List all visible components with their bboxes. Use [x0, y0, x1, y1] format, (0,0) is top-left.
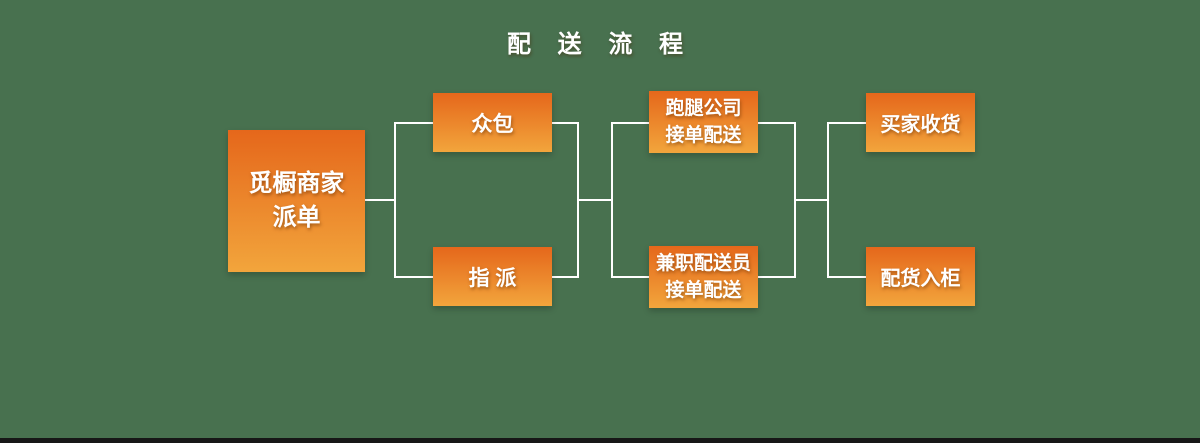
connector-line — [758, 122, 795, 124]
node-buyer-receive: 买家收货 — [866, 93, 975, 152]
connector-line — [796, 199, 829, 201]
connector-line — [794, 122, 796, 278]
node-merchant-dispatch: 觅橱商家 派单 — [228, 130, 365, 272]
bottom-edge-bar — [0, 438, 1200, 443]
connector-line — [611, 122, 613, 278]
diagram-title: 配 送 流 程 — [506, 31, 693, 58]
node-label-line: 指 派 — [468, 266, 517, 290]
connector-line — [758, 276, 795, 278]
connector-line — [394, 122, 396, 278]
connector-line — [829, 122, 866, 124]
node-assign: 指 派 — [433, 247, 552, 306]
node-label-line: 配货入柜 — [880, 268, 961, 290]
node-label-line: 接单配送 — [665, 280, 742, 301]
connector-line — [552, 276, 578, 278]
node-label-line: 接单配送 — [665, 125, 742, 146]
node-label-line: 觅橱商家 — [248, 170, 345, 197]
connector-line — [396, 122, 433, 124]
connector-line — [613, 122, 649, 124]
node-label-line: 派单 — [272, 204, 321, 231]
node-label-line: 众包 — [471, 112, 514, 136]
node-label-line: 买家收货 — [880, 114, 961, 136]
node-goods-into-locker: 配货入柜 — [866, 247, 975, 306]
node-crowdsource: 众包 — [433, 93, 552, 152]
connector-line — [613, 276, 649, 278]
connector-line — [579, 199, 612, 201]
node-label-line: 跑腿公司 — [665, 98, 742, 119]
connector-line — [364, 199, 395, 201]
node-parttime-courier-delivery: 兼职配送员 接单配送 — [649, 246, 758, 308]
connector-line — [577, 122, 579, 278]
connector-line — [827, 122, 829, 278]
connector-line — [552, 122, 578, 124]
connector-line — [396, 276, 433, 278]
connector-line — [829, 276, 866, 278]
node-errand-company-delivery: 跑腿公司 接单配送 — [649, 91, 758, 153]
node-label-line: 兼职配送员 — [655, 253, 751, 274]
